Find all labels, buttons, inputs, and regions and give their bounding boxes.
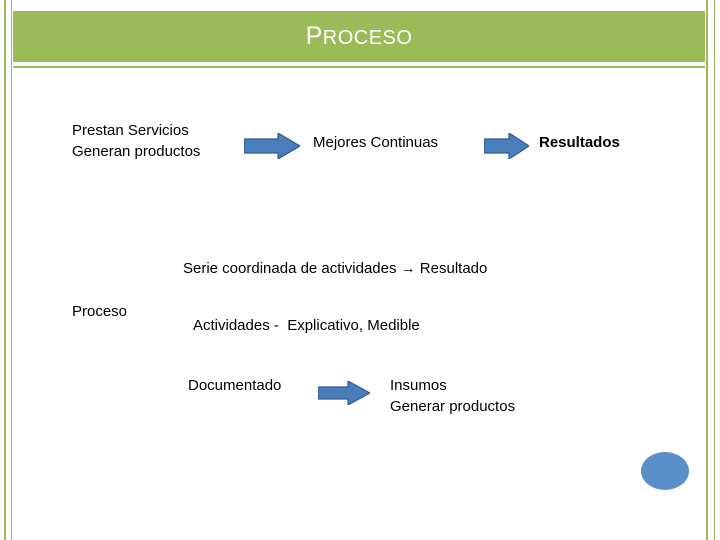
right-arrow-icon-2 [484,133,529,159]
right-arrow-icon-1 [244,133,300,159]
title-first-letter: P [305,22,323,50]
text-prestan-servicios: Prestan Servicios Generan productos [72,122,201,160]
page-title: PROCESO [13,11,705,62]
text-mejores-continuas: Mejores Continuas [313,134,439,151]
text-documentado: Documentado [188,377,282,394]
decorative-circle [641,452,689,490]
text-serie-coordinada: Serie coordinada de actividades → Result… [183,260,488,277]
text-resultados: Resultados [539,134,620,151]
frame-line-right-outer [706,0,708,540]
title-underline [13,66,705,68]
right-arrow-icon-3 [318,381,370,405]
frame-line-left-outer [4,0,6,540]
frame-line-right-inner [714,0,715,540]
text-proceso: Proceso [72,303,128,320]
text-actividades: Actividades - Explicativo, Medible [193,317,420,334]
title-rest: ROCESO [322,27,413,49]
frame-line-left-inner [11,0,12,540]
title-banner: PROCESO [13,11,705,62]
text-insumos: Insumos Generar productos [390,377,516,415]
